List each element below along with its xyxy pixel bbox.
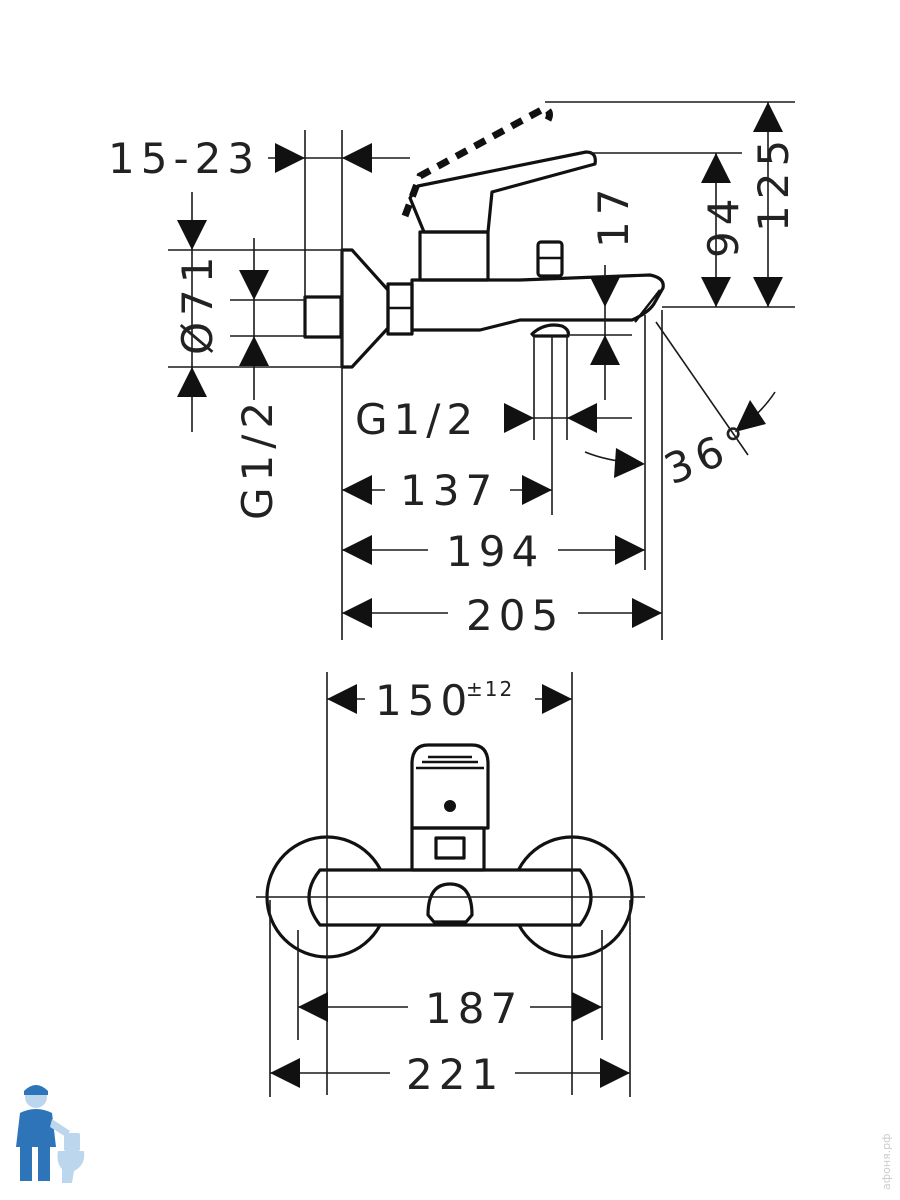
front-cartridge — [410, 826, 486, 872]
side-view: 15-23 Ø71 G1/2 G1/2 17 94 125 — [108, 101, 798, 640]
dim-17: 17 — [589, 183, 638, 248]
dim-15-23: 15-23 — [108, 134, 260, 183]
cartridge-body — [418, 230, 490, 282]
dim-187: 187 — [425, 984, 523, 1033]
front-view: 150 ±12 187 221 — [256, 672, 645, 1099]
dim-outlet-thread: G1/2 — [355, 395, 479, 444]
dim-221: 221 — [406, 1050, 504, 1099]
lever-raised-outline — [401, 103, 553, 218]
dim-94: 94 — [699, 193, 748, 258]
plumber-logo — [16, 1085, 85, 1183]
dim-205: 205 — [466, 591, 564, 640]
spout-body — [410, 273, 665, 332]
dim-150-tolerance: ±12 — [466, 677, 514, 701]
dim-inlet-thread: G1/2 — [233, 396, 282, 520]
front-body — [307, 868, 593, 927]
front-lever — [410, 743, 490, 830]
escutcheon-profile — [340, 248, 390, 369]
front-indicator — [444, 800, 456, 812]
wall-inlet-pipe — [303, 295, 343, 339]
lever-handle — [408, 150, 597, 234]
dim-150: 150 — [375, 676, 473, 725]
watermark: афоня.рф — [880, 1133, 893, 1190]
aerator — [530, 323, 570, 338]
dim-angle: 36° — [657, 414, 761, 494]
front-diverter — [434, 836, 466, 860]
dim-125: 125 — [749, 134, 798, 232]
dim-137: 137 — [400, 466, 498, 515]
dim-194: 194 — [446, 527, 544, 576]
dim-diameter: Ø71 — [173, 250, 222, 355]
